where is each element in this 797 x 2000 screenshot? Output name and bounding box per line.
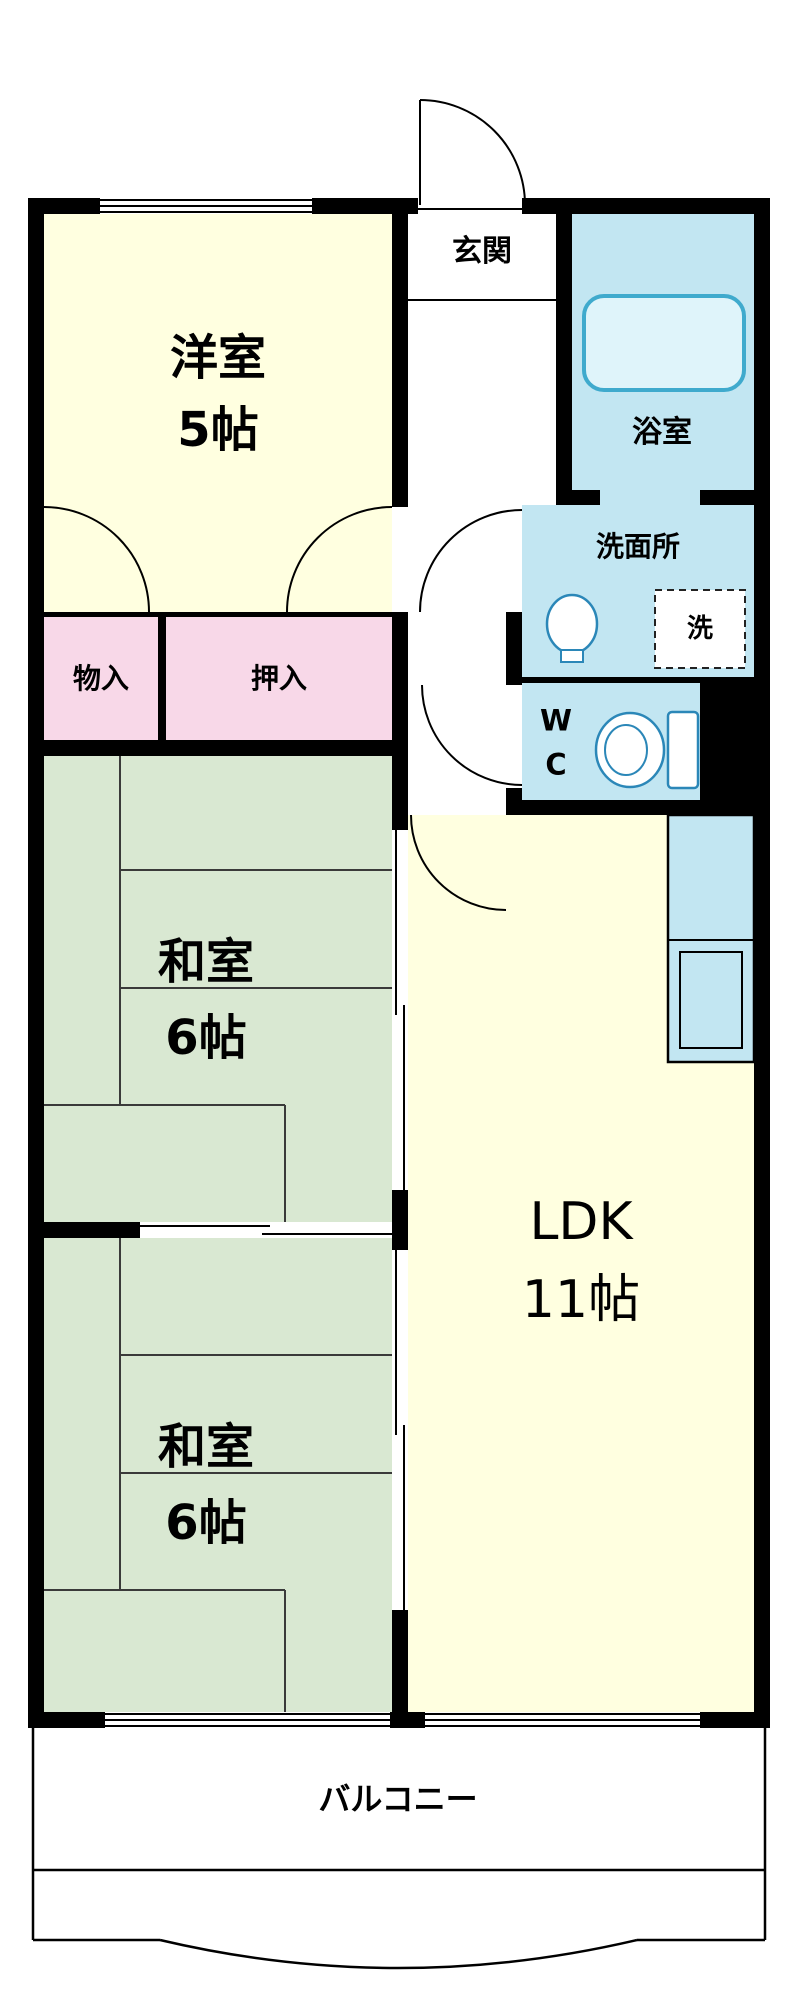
label-japanese2-size: 6帖 [165,1495,247,1551]
label-entrance: 玄関 [452,234,512,269]
wall-center-b [392,612,408,830]
wall-hall-washroom [506,612,522,685]
wall-top-left [28,198,100,214]
label-japanese1-size: 6帖 [165,1010,247,1066]
entrance-door-arc [419,99,526,206]
label-balcony: バルコニー [318,1780,478,1818]
balcony-outline [31,1728,767,1970]
wall-closet-divider [158,617,166,740]
wall-wc-right-block [700,680,754,800]
label-western-room-name: 洋室 [169,330,267,386]
wall-closet-top-line [44,612,392,617]
wall-top-mid [312,198,418,214]
wall-center-d [392,1610,408,1712]
window-bottom-left [105,1712,390,1728]
wall-center-c [392,1190,408,1250]
wall-bath-bottom-right [700,490,754,505]
wall-bottom-mid [390,1712,425,1728]
label-ldk-name: LDK [529,1192,633,1252]
wall-closet-bottom [28,740,408,756]
room-storage [44,617,158,740]
sliding-door-japanese2-ldk [392,1250,408,1610]
label-western-room-size: 5帖 [177,402,259,458]
wall-center-a [392,214,408,507]
room-japanese-2 [44,1238,392,1712]
wall-left [28,198,44,1728]
wall-under-wc [506,800,770,815]
bathroom-door-gap [600,490,700,505]
label-laundry: 洗 [686,614,714,644]
room-wc [522,683,700,800]
label-closet: 押入 [250,662,308,695]
wc-door-arc [421,684,523,786]
wall-entrance-bath [556,214,572,505]
label-japanese1-name: 和室 [157,934,255,990]
sliding-door-japanese1-ldk [392,830,408,1190]
label-bathroom: 浴室 [632,415,692,450]
room-ldk [408,815,754,1712]
sliding-door-between-japanese [140,1222,392,1238]
wall-top-right [522,198,770,214]
label-wc-w: W [540,703,572,738]
label-washroom: 洗面所 [595,530,681,563]
wall-bottom-left [28,1712,105,1728]
label-storage: 物入 [72,662,130,695]
label-japanese2-name: 和室 [157,1419,255,1475]
label-wc-c: C [545,747,567,782]
window-top [100,198,312,214]
wall-bath-bottom-left [556,490,600,505]
room-closet [166,617,392,740]
wall-washroom-wc-divider [522,677,754,683]
washroom-door-arc [419,509,523,613]
label-ldk-size: 11帖 [521,1270,641,1330]
wall-right [754,198,770,1728]
wall-japanese-divider-left [28,1222,140,1238]
window-bottom-right [425,1712,700,1728]
wall-bottom-right [700,1712,770,1728]
